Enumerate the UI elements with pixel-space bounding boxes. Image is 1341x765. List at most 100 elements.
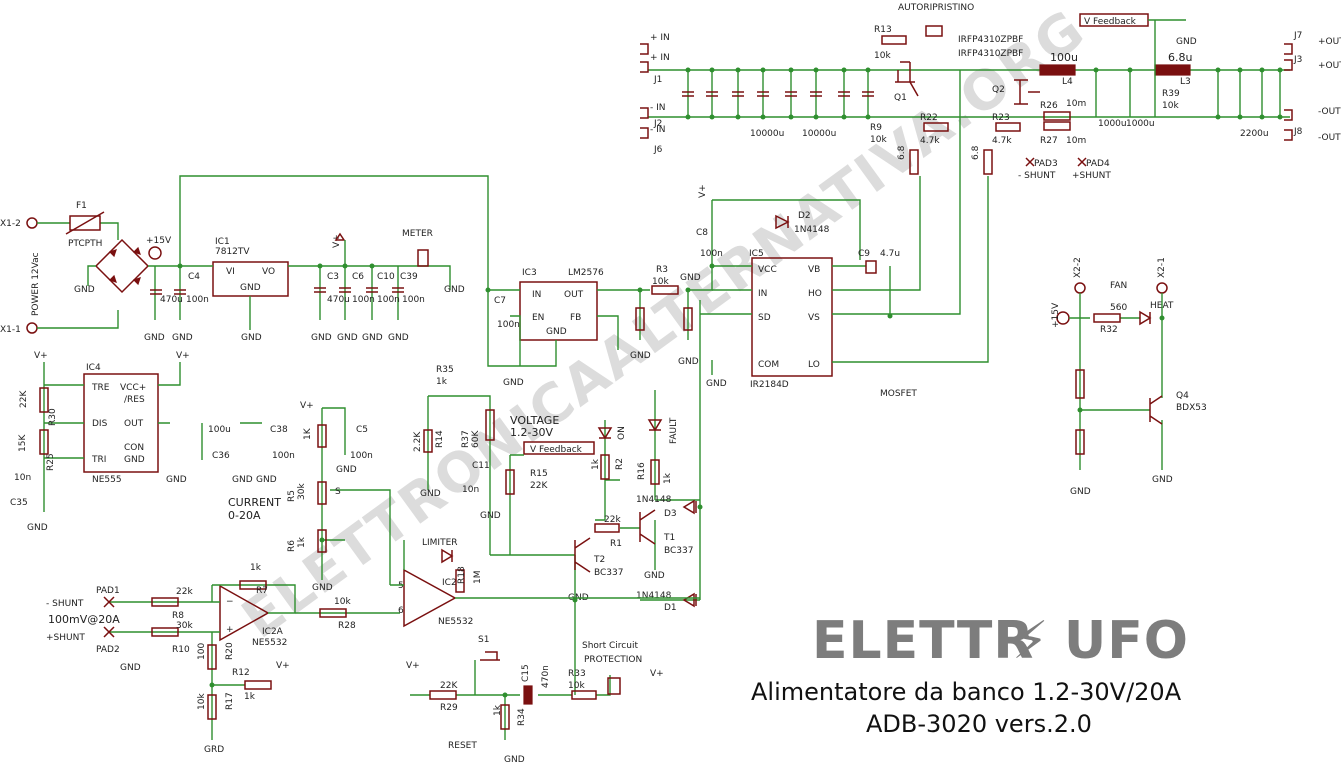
opamp-section: − + IC2A NE5532 22k R8 30k R10 1k R7 10k…	[46, 538, 700, 755]
q2-part: IRFP4310ZPBF	[958, 49, 1023, 59]
ic4-pin-out: OUT	[124, 419, 144, 429]
r18-val: 1k	[493, 704, 503, 716]
ic4-pin-vcc: VCC+	[120, 383, 146, 393]
v-feedback-top: V Feedback	[1084, 17, 1137, 27]
limiter-label: LIMITER	[422, 538, 458, 548]
gnd-c36: GND	[232, 475, 253, 485]
r26-resistor	[1043, 111, 1071, 121]
opamp-ic2b	[403, 568, 457, 628]
vplus-reset: V+	[406, 661, 420, 671]
conn-out-2: +OUT	[1318, 61, 1341, 71]
logo-bolt-icon: ⚡	[1012, 611, 1050, 671]
r22-ref: R22	[920, 113, 938, 123]
r2-ref: R2	[615, 458, 625, 470]
r10-ref: R20	[225, 642, 235, 660]
c6-val: 100n	[352, 295, 375, 305]
r22-val: 4.7k	[920, 136, 940, 146]
ic4-ref: IC4	[86, 363, 101, 373]
r26-ref: R26	[1040, 101, 1058, 111]
wiper-s: S	[335, 487, 341, 497]
c15-val: 470n	[541, 665, 551, 688]
pad2-shunt: +SHUNT	[46, 633, 85, 643]
ic3-pin-fb: FB	[570, 313, 581, 323]
ic1-regulator: IC1 7812TV VI VO GND C4 470u 100n GND GN…	[144, 237, 451, 343]
setpoint-section: CURRENT 0-20A 1K R5 30k R6 1k S C5 100n …	[228, 365, 595, 593]
conn-j7: J7	[1293, 31, 1302, 41]
ic3-pin-gnd: GND	[546, 327, 567, 337]
r4-resistor	[683, 307, 693, 331]
r13-resistor	[881, 35, 907, 45]
fuse-f1	[69, 215, 101, 231]
r3-resistor	[651, 285, 679, 295]
pad1-shunt: - SHUNT	[46, 599, 84, 609]
on-label: ON	[617, 426, 627, 440]
gnd-c10: GND	[362, 333, 383, 343]
l4-val: 100u	[1050, 51, 1078, 64]
l4-inductor	[1039, 64, 1076, 76]
gnd-ic3: GND	[503, 378, 524, 388]
q2-ref: Q2	[992, 85, 1005, 95]
autoripristino-label: AUTORIPRISTINO	[898, 3, 974, 13]
x2-1-label: X2-1	[1157, 257, 1167, 278]
fault-label: FAULT	[669, 417, 679, 444]
r28-val: 1k	[244, 692, 256, 702]
minus-shunt-label: - SHUNT	[1018, 171, 1056, 181]
fuse-type: PTCPTH	[68, 239, 102, 249]
l3-val: 6.8u	[1168, 51, 1192, 64]
ic1-pin-vi: VI	[226, 267, 235, 277]
reset-label: RESET	[448, 741, 477, 751]
title-line-1: Alimentatore da banco 1.2-30V/20A	[751, 678, 1182, 706]
c8-val: 100n	[700, 249, 723, 259]
c6-ref: C6	[352, 272, 364, 282]
t2-ref: T2	[593, 555, 605, 565]
ic4-part: NE555	[92, 475, 122, 485]
fan-label: FAN	[1110, 281, 1127, 291]
x1-2-label: X1-2	[0, 219, 21, 229]
fuse-ref: F1	[76, 201, 87, 211]
t1-ref: T1	[663, 533, 675, 543]
r21-val: 6.8	[897, 145, 907, 160]
r20-val: 10k	[197, 693, 207, 710]
r19-val: 1k	[297, 536, 307, 548]
ic2b-pin5: 5	[398, 581, 404, 591]
ic4-pin-dis: DIS	[92, 419, 108, 429]
v-feedback-mid: V Feedback	[530, 445, 583, 455]
shunt-100mv-label: 100mV@20A	[48, 613, 120, 626]
conn-j6: J6	[653, 145, 663, 155]
r3-val: 10k	[652, 277, 669, 287]
conn-minus-in-1: - IN	[650, 103, 666, 113]
r35-ref: R35	[436, 365, 454, 375]
r19-ref: R6	[287, 540, 297, 552]
c9-cap	[865, 260, 877, 274]
r23-resistor	[995, 122, 1021, 132]
logo-text-2: UFO	[1064, 611, 1189, 671]
r17-val: 22K	[440, 681, 458, 691]
c7-ref: C7	[494, 296, 506, 306]
d3-part: 1N4148	[636, 495, 672, 505]
ic5-driver: IC5 IR2184D VCC VB IN HO SD VS COM LO V+…	[680, 70, 989, 399]
ic2a-minus: −	[226, 597, 234, 607]
r16-val: 1k	[663, 472, 673, 484]
gnd-c3: GND	[311, 333, 332, 343]
gnd-ic1: GND	[241, 333, 262, 343]
r38-resistor	[635, 307, 645, 331]
ic3-pin-en: EN	[532, 313, 544, 323]
conn-j2: J2	[653, 119, 662, 129]
c39-ref: C39	[400, 272, 418, 282]
vplus-ic4b: V+	[176, 351, 190, 361]
ic5-pin-vs: VS	[808, 313, 820, 323]
gnd-c11: GND	[480, 511, 501, 521]
cap-10000u-b: 10000u	[802, 129, 836, 139]
vplus-short: V+	[650, 669, 664, 679]
ic2a-plus: +	[226, 625, 234, 635]
vplus-ic5: V+	[698, 184, 708, 198]
q4-part: BDX53	[1176, 403, 1207, 413]
ic4-pin-gnd: GND	[124, 455, 145, 465]
c15-ref: C15	[521, 664, 531, 682]
r2-val: 1k	[591, 458, 601, 470]
vplus-setpoint: V+	[300, 401, 314, 411]
c9-ref: C9	[858, 249, 870, 259]
r1-val: 22k	[604, 515, 621, 525]
r15-val: 22K	[530, 481, 548, 491]
